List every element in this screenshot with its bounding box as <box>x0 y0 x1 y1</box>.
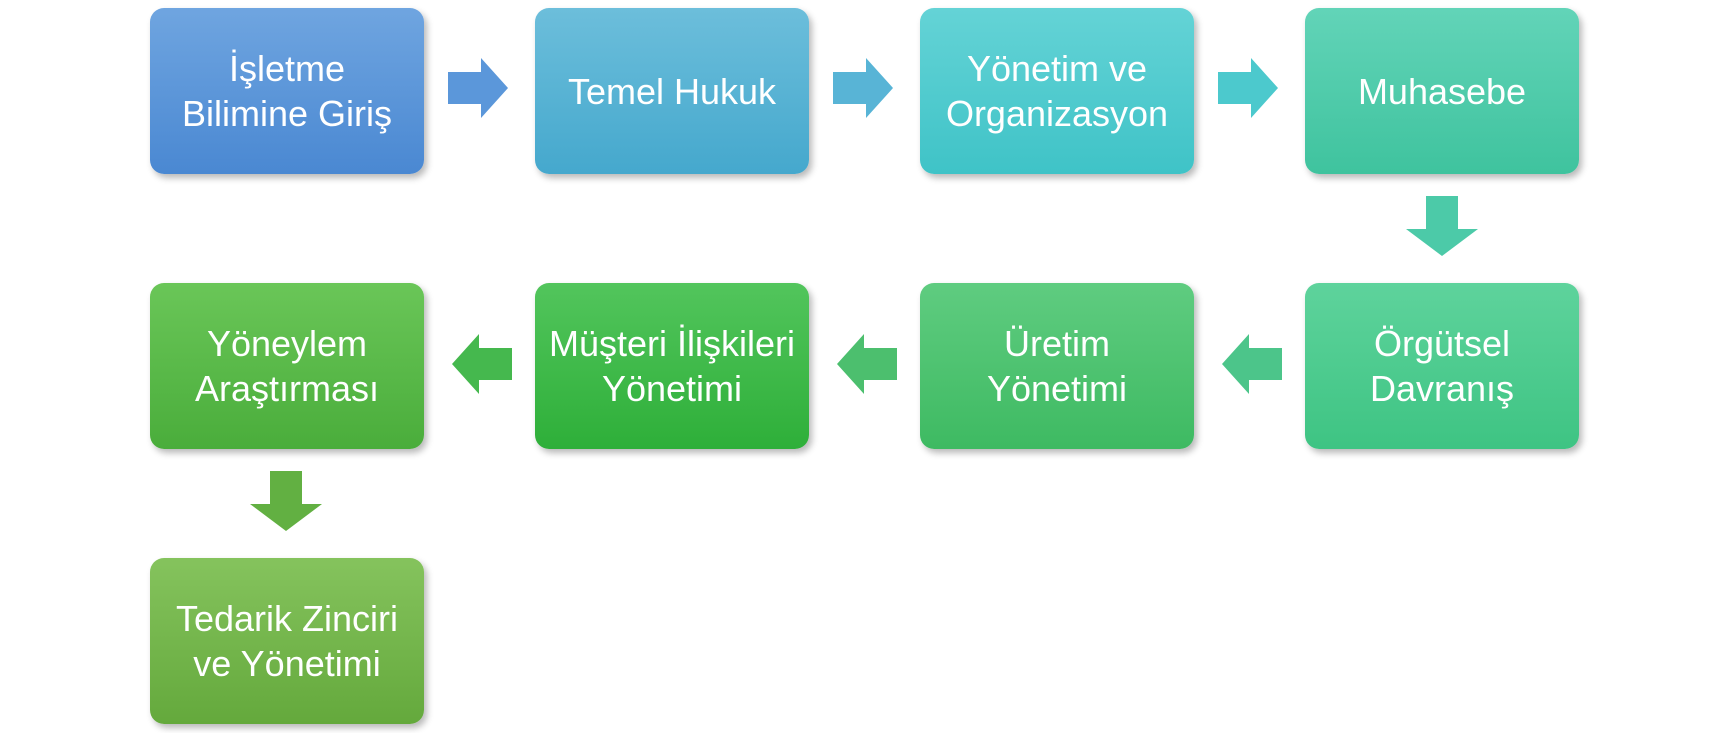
arrow-right-icon <box>833 58 893 118</box>
step-uretim-yonetimi: Üretim Yönetimi <box>920 283 1194 449</box>
step-musteri-iliskileri-yonetimi: Müşteri İlişkileri Yönetimi <box>535 283 809 449</box>
step-label: Muhasebe <box>1357 70 1527 112</box>
step-label: Temel Hukuk <box>567 70 777 112</box>
step-label: Üretim Yönetimi <box>986 323 1128 409</box>
arrow-right-icon <box>1218 58 1278 118</box>
step-orgutsel-davranis: Örgütsel Davranış <box>1305 283 1579 449</box>
arrow-left-icon <box>1222 334 1282 394</box>
step-label: İşletme Bilimine Giriş <box>181 48 393 134</box>
arrow-right-icon <box>448 58 508 118</box>
step-yonetim-ve-organizasyon: Yönetim ve Organizasyon <box>920 8 1194 174</box>
arrow-left-icon <box>452 334 512 394</box>
step-isletme-bilimine-giris: İşletme Bilimine Giriş <box>150 8 424 174</box>
step-label: Yöneylem Araştırması <box>194 323 380 409</box>
step-yoneylem-arastirmasi: Yöneylem Araştırması <box>150 283 424 449</box>
step-muhasebe: Muhasebe <box>1305 8 1579 174</box>
step-label: Tedarik Zinciri ve Yönetimi <box>175 598 399 684</box>
step-temel-hukuk: Temel Hukuk <box>535 8 809 174</box>
arrow-left-icon <box>837 334 897 394</box>
arrow-down-icon <box>250 471 322 531</box>
step-tedarik-zinciri-ve-yonetimi: Tedarik Zinciri ve Yönetimi <box>150 558 424 724</box>
arrow-down-icon <box>1406 196 1478 256</box>
step-label: Örgütsel Davranış <box>1369 323 1515 409</box>
step-label: Müşteri İlişkileri Yönetimi <box>548 323 796 409</box>
step-label: Yönetim ve Organizasyon <box>945 48 1169 134</box>
